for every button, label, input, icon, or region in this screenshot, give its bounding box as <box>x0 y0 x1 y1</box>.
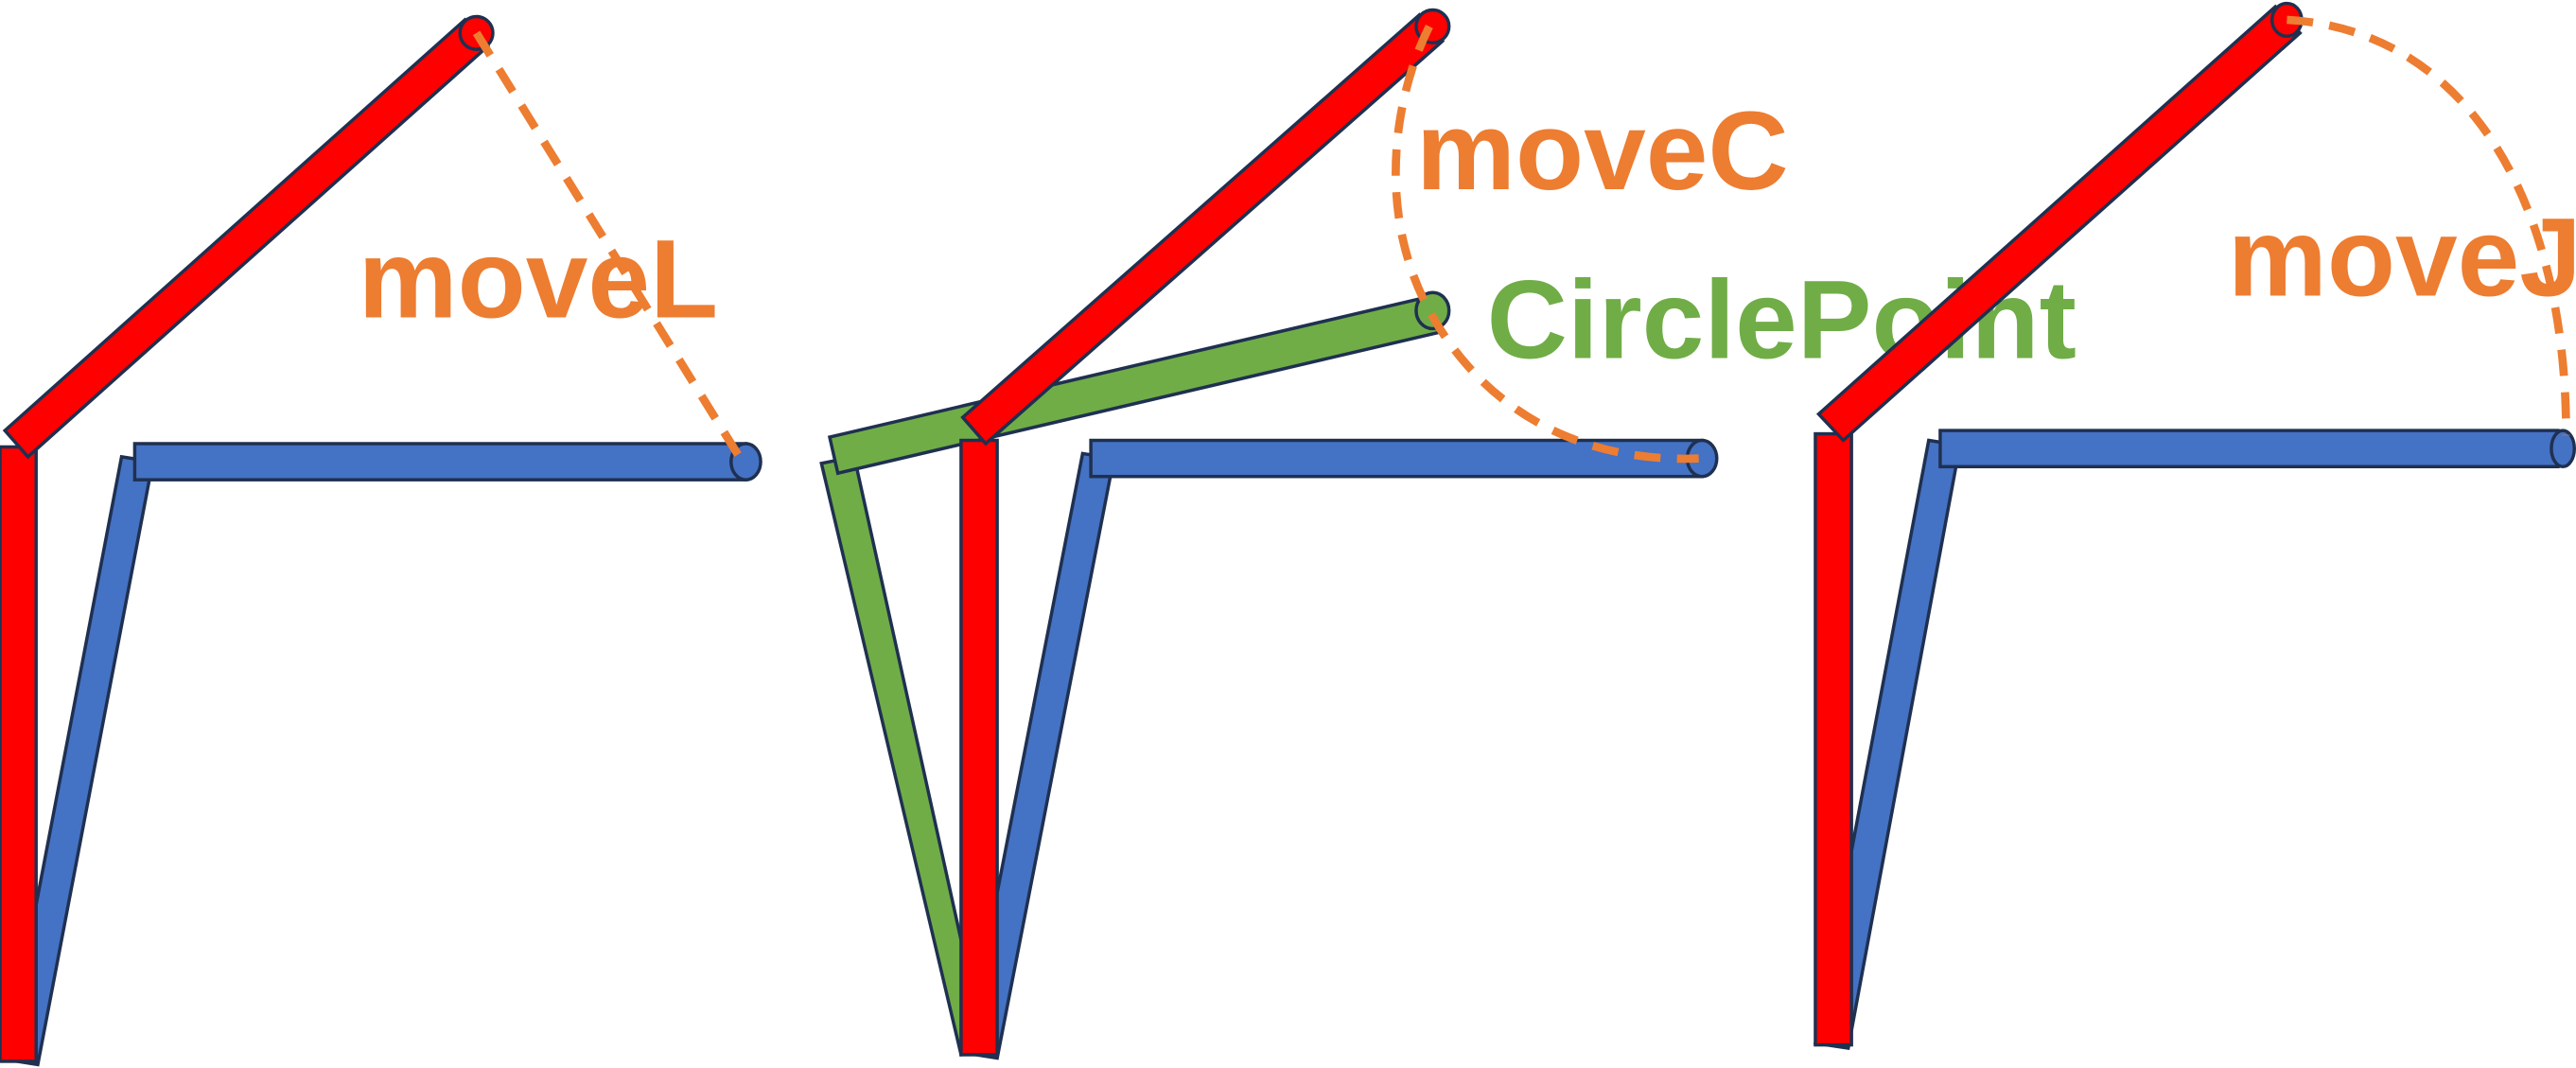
blue-tool-end <box>2550 429 2576 469</box>
red-lower-link <box>1814 431 1853 1047</box>
blue-upper-link <box>1089 438 1704 479</box>
panel-movej: moveJ <box>1813 1 2576 1051</box>
red-lower-link <box>0 445 38 1063</box>
green-tool-end <box>1414 290 1451 331</box>
movec-label: moveC <box>1416 89 1789 214</box>
movec-path <box>1392 24 1699 464</box>
movel-label: moveL <box>359 217 719 341</box>
movej-label: moveJ <box>2228 196 2576 321</box>
panel-movel: moveL <box>0 14 762 1067</box>
panel-movec: moveC CirclePoint <box>819 8 2077 1060</box>
blue-upper-link <box>132 442 748 481</box>
red-lower-link <box>959 438 999 1057</box>
blue-upper-link <box>1938 429 2560 469</box>
